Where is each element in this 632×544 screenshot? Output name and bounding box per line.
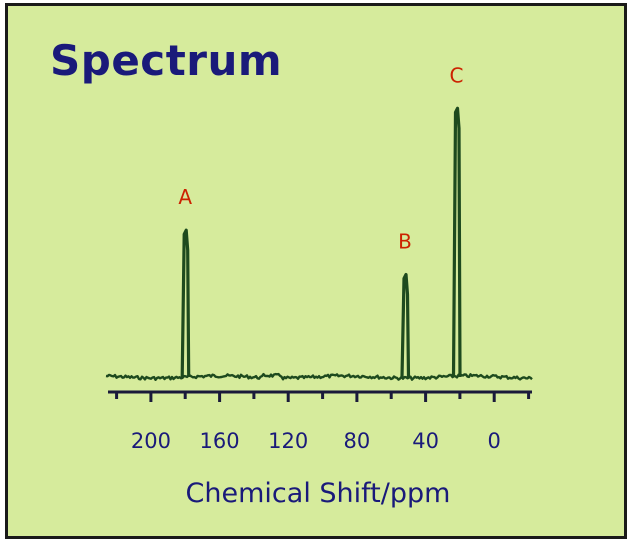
peak-c (451, 106, 462, 378)
trace-layer (105, 106, 533, 381)
peak-b (400, 272, 411, 378)
baseline-trace (105, 372, 533, 381)
x-tick-label: 80 (344, 429, 371, 453)
x-tick-label: 160 (200, 429, 240, 453)
x-tick-label: 0 (488, 429, 501, 453)
chart-title: Spectrum (50, 36, 283, 85)
peak-labels: A B C (178, 63, 463, 253)
peak-label-b: B (398, 230, 412, 254)
chart-panel (5, 3, 627, 539)
peak-a (180, 228, 191, 378)
x-tick-label: 200 (131, 429, 171, 453)
x-axis (108, 390, 532, 402)
x-axis-title: Chemical Shift/ppm (186, 478, 451, 509)
x-tick-label: 120 (268, 429, 308, 453)
x-tick-labels: 200 160 120 80 40 0 (131, 429, 501, 453)
x-tick-label: 40 (412, 429, 439, 453)
peak-label-c: C (450, 63, 464, 87)
peak-label-a: A (178, 185, 192, 209)
